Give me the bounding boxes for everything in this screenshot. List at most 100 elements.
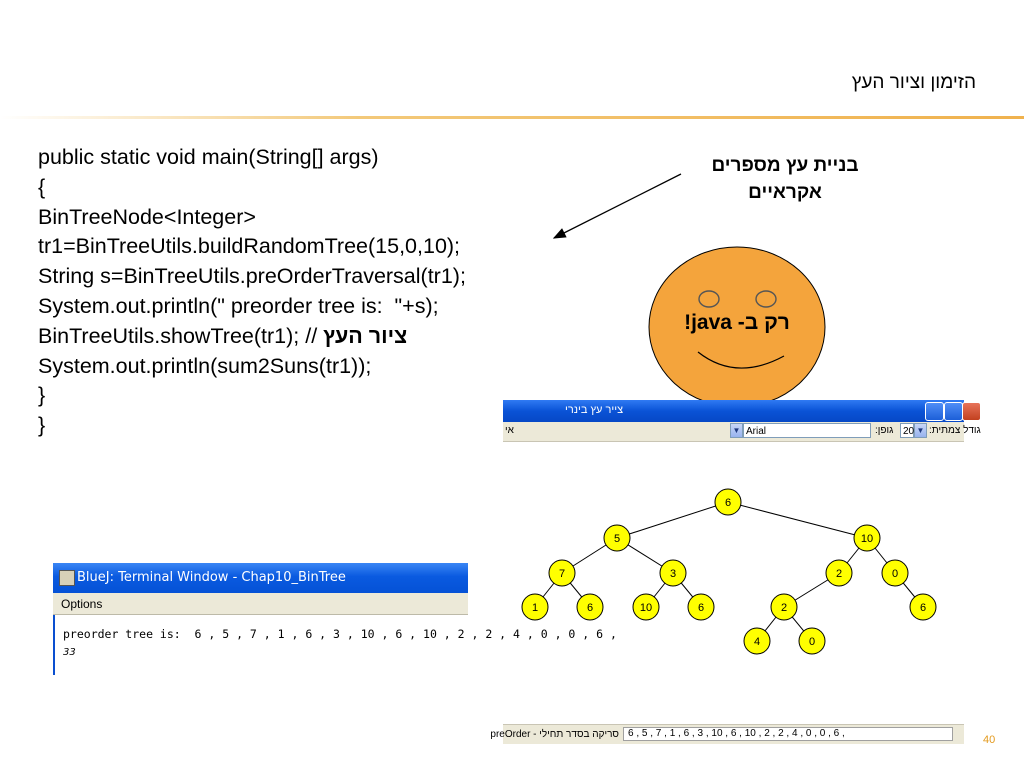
tree-node-circle <box>521 593 549 621</box>
tree-node-value: 2 <box>781 602 787 614</box>
font-select[interactable]: Arial <box>743 423 871 438</box>
smiley-mouth <box>697 351 785 369</box>
arrow-line <box>552 173 682 239</box>
smiley-label: רק ב- java! <box>684 311 790 334</box>
terminal-output-line: 33 <box>63 647 76 658</box>
tree-window-title: צייר עץ בינרי <box>565 404 624 416</box>
tree-node-circle <box>853 524 881 552</box>
tree-node: 6 <box>687 593 715 621</box>
tree-node: 6 <box>909 593 937 621</box>
tree-window-titlebar[interactable]: צייר עץ בינרי <box>503 400 981 422</box>
status-value: 6 , 5 , 7 , 1 , 6 , 3 , 10 , 6 , 10 , 2 … <box>623 727 953 741</box>
tree-canvas: 6 5 10 7 3 2 0 1 6 10 6 2 6 4 0 <box>521 488 937 655</box>
window-border <box>53 615 55 675</box>
font-dropdown-arrow[interactable]: ▼ <box>730 423 743 438</box>
smiley-eye-right <box>755 290 777 308</box>
code-line: System.out.println(sum2Suns(tr1)); <box>38 353 372 378</box>
tree-node: 2 <box>825 559 853 587</box>
tree-node: 6 <box>714 488 742 516</box>
bluej-app-icon <box>59 570 75 586</box>
tree-node-value: 1 <box>532 602 538 614</box>
tree-window: צייר עץ בינרי אי ▼ Arial גופן: 20 ▼ גודל… <box>503 400 981 742</box>
size-dropdown-arrow[interactable]: ▼ <box>914 423 927 438</box>
tree-toolbar: אי ▼ Arial גופן: 20 ▼ גודל צמתית: <box>503 422 981 442</box>
tree-node-circle <box>909 593 937 621</box>
code-line-showtree: BinTreeUtils.showTree(tr1); // ציור העץ <box>38 322 466 352</box>
maximize-button[interactable] <box>944 402 963 421</box>
tree-node: 10 <box>853 524 881 552</box>
tree-node: 0 <box>881 559 909 587</box>
code-line: tr1=BinTreeUtils.buildRandomTree(15,0,10… <box>38 234 461 259</box>
tree-node: 1 <box>521 593 549 621</box>
tree-node: 2 <box>770 593 798 621</box>
smiley-eye-left <box>698 290 720 308</box>
tree-node-value: 3 <box>670 568 676 580</box>
tree-node-circle <box>881 559 909 587</box>
terminal-output-line: preorder tree is: 6 , 5 , 7 , 1 , 6 , 3 … <box>63 627 617 641</box>
terminal-title: BlueJ: Terminal Window - Chap10_BinTree <box>77 570 346 585</box>
tree-node-value: 0 <box>892 568 898 580</box>
tree-node-circle <box>714 488 742 516</box>
tree-node-circle <box>659 559 687 587</box>
size-select[interactable]: 20 <box>900 423 914 438</box>
tree-node-value: 2 <box>836 568 842 580</box>
code-line: String s=BinTreeUtils.preOrderTraversal(… <box>38 264 466 289</box>
tree-node: 7 <box>548 559 576 587</box>
code-line: public static void main(String[] args) <box>38 145 379 169</box>
tree-node: 6 <box>576 593 604 621</box>
page-number: 40 <box>983 734 996 746</box>
tree-node: 3 <box>659 559 687 587</box>
tree-node-circle <box>743 627 771 655</box>
tree-node-circle <box>825 559 853 587</box>
tree-node-value: 7 <box>559 568 565 580</box>
toolbar-left-label: אי <box>505 425 514 436</box>
size-label: גודל צמתית: <box>929 425 981 436</box>
tree-node: 5 <box>603 524 631 552</box>
code-text: BinTreeUtils.showTree(tr1); // <box>38 323 324 348</box>
tree-node-value: 6 <box>725 497 731 509</box>
tree-node-value: 0 <box>809 636 815 648</box>
tree-node-circle <box>798 627 826 655</box>
terminal-titlebar[interactable]: BlueJ: Terminal Window - Chap10_BinTree <box>53 563 468 593</box>
tree-node: 4 <box>743 627 771 655</box>
callout-line: בניית עץ מספרים <box>711 155 859 176</box>
code-block: public static void main(String[] args) {… <box>38 143 466 441</box>
tree-node-circle <box>603 524 631 552</box>
minimize-button[interactable] <box>925 402 944 421</box>
tree-node-value: 10 <box>640 602 652 614</box>
tree-node-circle <box>632 593 660 621</box>
code-line: System.out.println(" preorder tree is: "… <box>38 293 439 318</box>
slide-title: הזימון וציור העץ <box>851 72 976 93</box>
callout-text: בניית עץ מספרים אקראיים <box>700 152 870 206</box>
code-line: } <box>38 383 46 408</box>
font-label: גופן: <box>875 425 894 436</box>
tree-node-circle <box>770 593 798 621</box>
close-button[interactable] <box>962 402 981 421</box>
bluej-terminal-window: BlueJ: Terminal Window - Chap10_BinTree … <box>53 563 617 675</box>
tree-node: 0 <box>798 627 826 655</box>
tree-edge <box>727 501 868 539</box>
tree-node-circle <box>576 593 604 621</box>
tree-edge <box>616 501 729 539</box>
tree-node-value: 6 <box>587 602 593 614</box>
code-line: } <box>38 413 46 438</box>
tree-node-value: 6 <box>920 602 926 614</box>
code-line: BinTreeNode<Integer> <box>38 204 256 229</box>
tree-node-value: 6 <box>698 602 704 614</box>
tree-node-value: 10 <box>861 533 873 545</box>
title-divider <box>0 116 1024 119</box>
menu-divider <box>53 614 468 615</box>
tree-node-circle <box>687 593 715 621</box>
tree-node: 10 <box>632 593 660 621</box>
tree-node-circle <box>548 559 576 587</box>
tree-node-value: 5 <box>614 533 620 545</box>
terminal-menubar: Options <box>53 593 468 614</box>
code-comment-hebrew: ציור העץ <box>323 323 408 348</box>
tree-status-bar: סריקה בסדר תחילי - preOrder 6 , 5 , 7 , … <box>490 724 964 744</box>
tree-node-value: 4 <box>754 636 760 648</box>
callout-line: אקראיים <box>748 182 822 203</box>
menu-options[interactable]: Options <box>61 597 103 611</box>
status-label: סריקה בסדר תחילי - preOrder <box>490 729 619 740</box>
code-line: { <box>38 174 46 199</box>
